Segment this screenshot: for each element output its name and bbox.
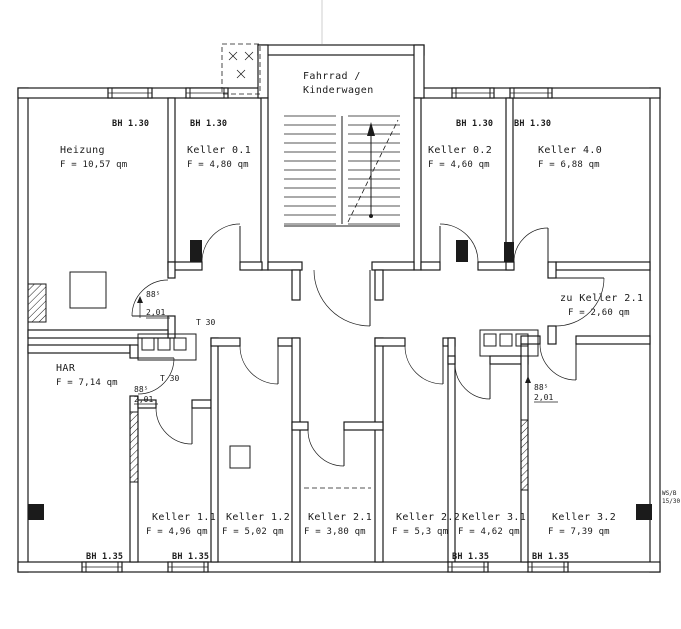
room-label-keller-1-1: Keller 1.1 [152,512,216,523]
window-height-label: BH 1.35 [532,552,569,562]
wall-sleeve-left [28,504,44,520]
room-label-keller-0-1: Keller 0.1 [187,145,251,156]
window-height-label: BH 1.35 [86,552,123,562]
room-area-keller-4-0: F = 6,88 qm [538,160,600,170]
duct-box [229,445,251,469]
room-area-keller-0-1: F = 4,80 qm [187,160,249,170]
window-height-label: BH 1.30 [112,119,149,129]
door-width-label: 88⁵ [146,290,160,299]
windows-bottom [81,561,569,573]
hatched-wall-patches [27,283,529,491]
room-label-har: HAR [56,363,76,374]
room-area-keller-0-2: F = 4,60 qm [428,160,490,170]
fire-door-label: T 30 [160,374,179,383]
window-height-label: BH 1.30 [190,119,227,129]
room-area-har: F = 7,14 qm [56,378,118,388]
window-height-label: BH 1.35 [452,552,489,562]
room-area-keller-1-1: F = 4,96 qm [146,527,208,537]
room-area-zu-keller-2-1: F = 2,60 qm [568,308,630,318]
window-height-label: BH 1.35 [172,552,209,562]
fire-door-label: T 30 [196,318,215,327]
room-label-keller-3-1: Keller 3.1 [462,512,526,523]
door-height-label: 2,01 [534,393,553,402]
wall-sleeve-right [636,504,652,520]
room-label-heizung: Heizung [60,145,105,156]
room-area-heizung: F = 10,57 qm [60,160,127,170]
room-label-keller-4-0: Keller 4.0 [538,145,602,156]
room-area-keller-2-1: F = 3,80 qm [304,527,366,537]
light-well [221,43,261,95]
door-width-label: 88⁵ [534,383,548,392]
door-jamb-blocks [190,240,514,262]
room-area-keller-3-2: F = 7,39 qm [548,527,610,537]
room-label-fahrrad-line2: Kinderwagen [303,85,374,96]
meter-cabinet-left [137,333,197,361]
room-label-zu-keller-2-1: zu Keller 2.1 [560,293,643,304]
room-label-keller-1-2: Keller 1.2 [226,512,290,523]
staircase [284,115,400,227]
window-height-label: BH 1.30 [456,119,493,129]
chimney-base [69,271,107,309]
room-label-fahrrad-line1: Fahrrad / [303,71,361,82]
door-width-label: 88⁵ [134,385,148,394]
room-label-keller-3-2: Keller 3.2 [552,512,616,523]
meter-cabinet-right [479,329,539,357]
door-height-label: 2,01 [146,308,165,317]
room-area-keller-3-1: F = 4,62 qm [458,527,520,537]
wall-sleeve-label-line2: 15/30 [662,498,680,505]
room-label-keller-2-2: Keller 2.2 [396,512,460,523]
room-area-keller-2-2: F = 5,3 qm [392,527,448,537]
room-label-keller-0-2: Keller 0.2 [428,145,492,156]
stair-direction-arrow [367,122,375,218]
room-label-keller-2-1: Keller 2.1 [308,512,372,523]
room-area-keller-1-2: F = 5,02 qm [222,527,284,537]
door-height-label: 2,01 [134,395,153,404]
window-height-label: BH 1.30 [514,119,551,129]
windows-top [107,87,553,99]
door-swings [131,223,605,467]
door-dimension-marks [134,296,558,405]
wall-sleeve-label-line1: WS/B [662,490,677,497]
